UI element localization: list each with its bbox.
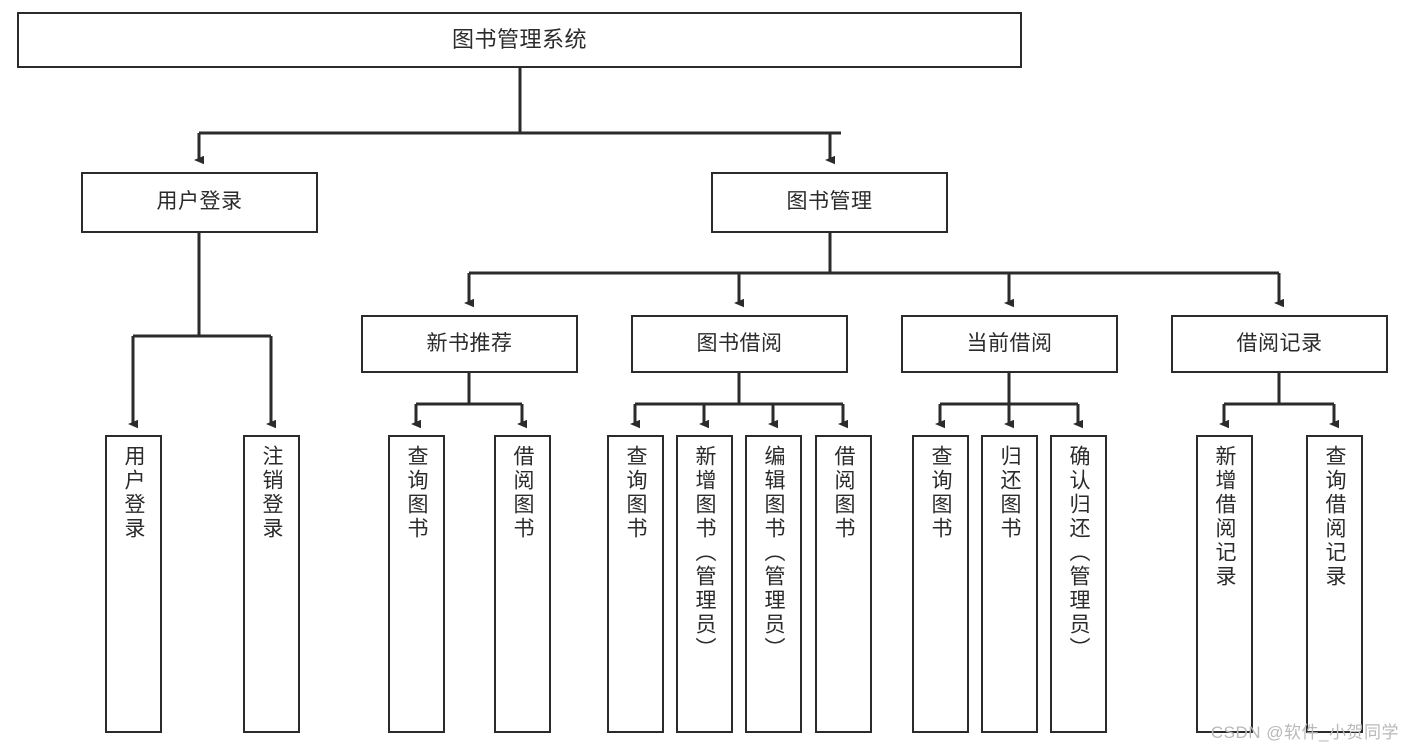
leaf-confirm-return-label: 确认归还（管理员）	[1067, 445, 1090, 661]
leaf-borrow-book-1-label: 借阅图书	[511, 445, 534, 541]
node-current-borrow[interactable]: 当前借阅	[901, 315, 1118, 373]
leaf-add-record-label: 新增借阅记录	[1213, 445, 1236, 589]
node-root[interactable]: 图书管理系统	[17, 12, 1022, 68]
leaf-add-book[interactable]: 新增图书（管理员）	[676, 435, 733, 733]
leaf-borrow-book-2[interactable]: 借阅图书	[815, 435, 872, 733]
leaf-edit-book-label: 编辑图书（管理员）	[762, 445, 785, 661]
leaf-logout-login-label: 注销登录	[260, 445, 283, 541]
leaf-return-book[interactable]: 归还图书	[981, 435, 1038, 733]
node-borrow-record[interactable]: 借阅记录	[1171, 315, 1388, 373]
leaf-query-book-3-label: 查询图书	[929, 445, 952, 541]
node-user-login-label: 用户登录	[156, 190, 243, 214]
node-book-borrow-label: 图书借阅	[696, 331, 783, 355]
leaf-query-book-1[interactable]: 查询图书	[388, 435, 445, 733]
leaf-confirm-return[interactable]: 确认归还（管理员）	[1050, 435, 1107, 733]
leaf-add-book-label: 新增图书（管理员）	[693, 445, 716, 661]
leaf-query-book-2-label: 查询图书	[624, 445, 647, 541]
node-new-book-recommend[interactable]: 新书推荐	[361, 315, 578, 373]
leaf-logout-login[interactable]: 注销登录	[243, 435, 300, 733]
leaf-borrow-book-1[interactable]: 借阅图书	[494, 435, 551, 733]
leaf-return-book-label: 归还图书	[998, 445, 1021, 541]
node-borrow-record-label: 借阅记录	[1236, 331, 1323, 355]
leaf-query-record[interactable]: 查询借阅记录	[1306, 435, 1363, 733]
leaf-query-record-label: 查询借阅记录	[1323, 445, 1346, 589]
node-current-borrow-label: 当前借阅	[966, 331, 1053, 355]
leaf-query-book-2[interactable]: 查询图书	[607, 435, 664, 733]
node-book-borrow[interactable]: 图书借阅	[631, 315, 848, 373]
leaf-query-book-3[interactable]: 查询图书	[912, 435, 969, 733]
node-book-manage[interactable]: 图书管理	[711, 172, 948, 233]
leaf-user-login[interactable]: 用户登录	[105, 435, 162, 733]
node-book-manage-label: 图书管理	[786, 190, 873, 214]
node-new-book-recommend-label: 新书推荐	[426, 331, 513, 355]
leaf-edit-book[interactable]: 编辑图书（管理员）	[745, 435, 802, 733]
leaf-borrow-book-2-label: 借阅图书	[832, 445, 855, 541]
node-root-label: 图书管理系统	[451, 27, 587, 53]
leaf-add-record[interactable]: 新增借阅记录	[1196, 435, 1253, 733]
leaf-query-book-1-label: 查询图书	[405, 445, 428, 541]
leaf-user-login-label: 用户登录	[122, 445, 145, 541]
node-user-login[interactable]: 用户登录	[81, 172, 318, 233]
